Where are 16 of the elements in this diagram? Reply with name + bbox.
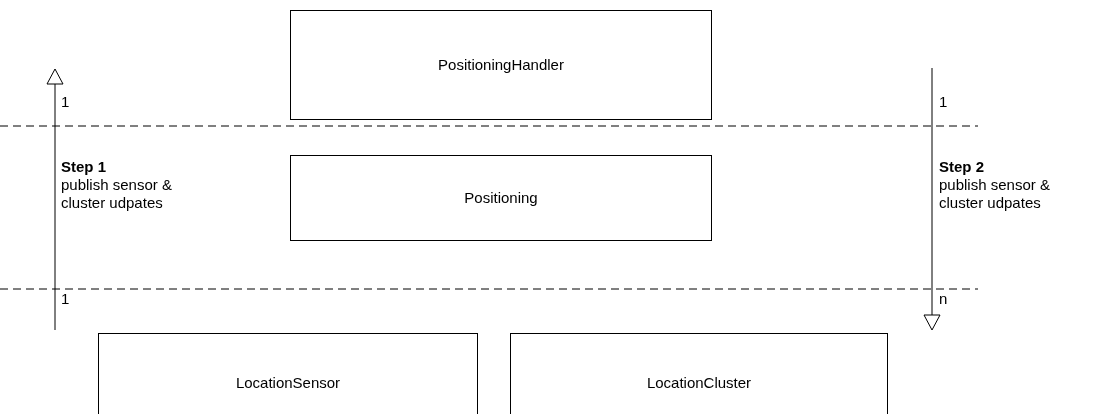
class-box [510,333,888,414]
note-text: 1 [61,93,71,111]
note-text: 1 [61,290,71,308]
class-box [290,155,712,241]
class-name: PositioningHandler [438,54,564,75]
note-text: 1 [939,93,949,111]
class-box [290,10,712,120]
note-text: publish sensor & cluster udpates [939,176,1051,212]
class-name: LocationSensor [235,372,341,393]
class-box [98,333,478,414]
step-heading: Step 2 [939,158,985,176]
class-name: LocationCluster [646,372,752,393]
class-name: Positioning [464,187,538,208]
note-text: n [939,290,949,308]
step-heading: Step 1 [61,158,107,176]
note-text: publish sensor & cluster udpates [61,176,173,212]
